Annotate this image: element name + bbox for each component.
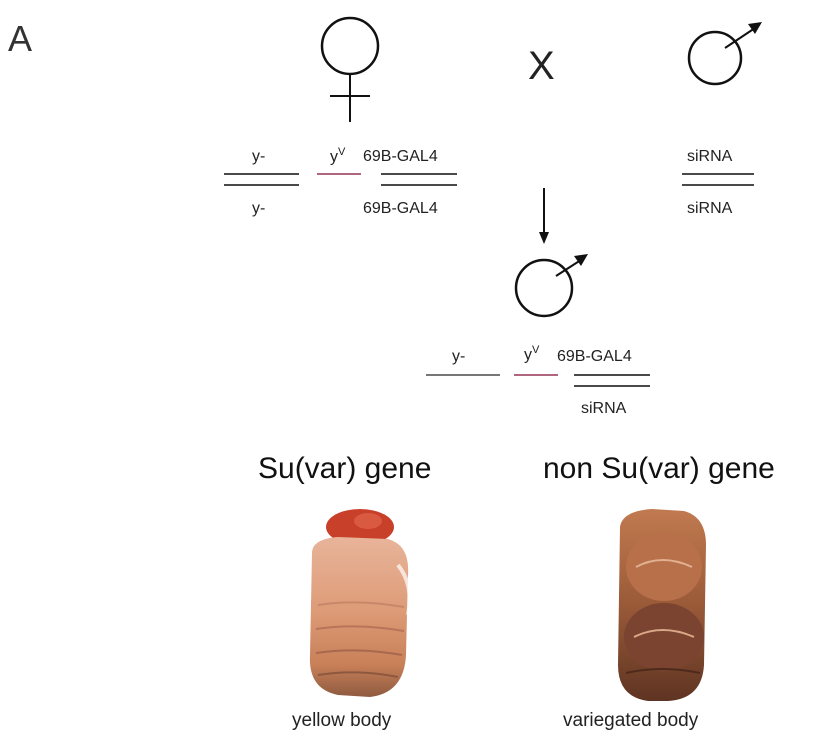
offspring-x-chrom (426, 374, 500, 376)
male-chrom-upper (682, 173, 754, 175)
female-yv-label: yV (330, 146, 345, 166)
cross-symbol: X (528, 44, 555, 89)
offspring-yv-label: yV (524, 344, 539, 364)
male-sirna-bottom: siRNA (687, 200, 732, 218)
female-chrom-x-upper (224, 173, 299, 175)
offspring-yv-segment (514, 374, 558, 376)
offspring-y-minus: y- (452, 348, 465, 366)
female-chrom-x-lower (224, 184, 299, 186)
female-symbol-icon (315, 14, 385, 124)
offspring-chrom3-lower (574, 385, 650, 387)
female-yv-segment (317, 173, 361, 175)
yellow-body-caption: yellow body (292, 710, 391, 732)
offspring-sirna: siRNA (581, 400, 626, 418)
female-chrom3-upper (381, 173, 457, 175)
arrow-down-icon (536, 186, 556, 246)
male-symbol-icon (680, 14, 770, 94)
female-y-minus-bottom: y- (252, 200, 265, 218)
yellow-fly-photo (298, 505, 418, 705)
suvar-gene-heading: Su(var) gene (258, 452, 431, 486)
panel-label: A (8, 18, 32, 60)
female-chrom3-lower (381, 184, 457, 186)
non-suvar-gene-heading: non Su(var) gene (543, 452, 775, 486)
offspring-male-symbol-icon (512, 250, 602, 330)
variegated-fly-photo (612, 505, 712, 705)
offspring-gal4: 69B-GAL4 (557, 348, 632, 366)
male-chrom-lower (682, 184, 754, 186)
variegated-body-caption: variegated body (563, 710, 698, 732)
female-gal4-bottom: 69B-GAL4 (363, 200, 438, 218)
male-sirna-top: siRNA (687, 148, 732, 166)
female-gal4-top: 69B-GAL4 (363, 148, 438, 166)
female-y-minus-top: y- (252, 148, 265, 166)
offspring-chrom3-upper (574, 374, 650, 376)
